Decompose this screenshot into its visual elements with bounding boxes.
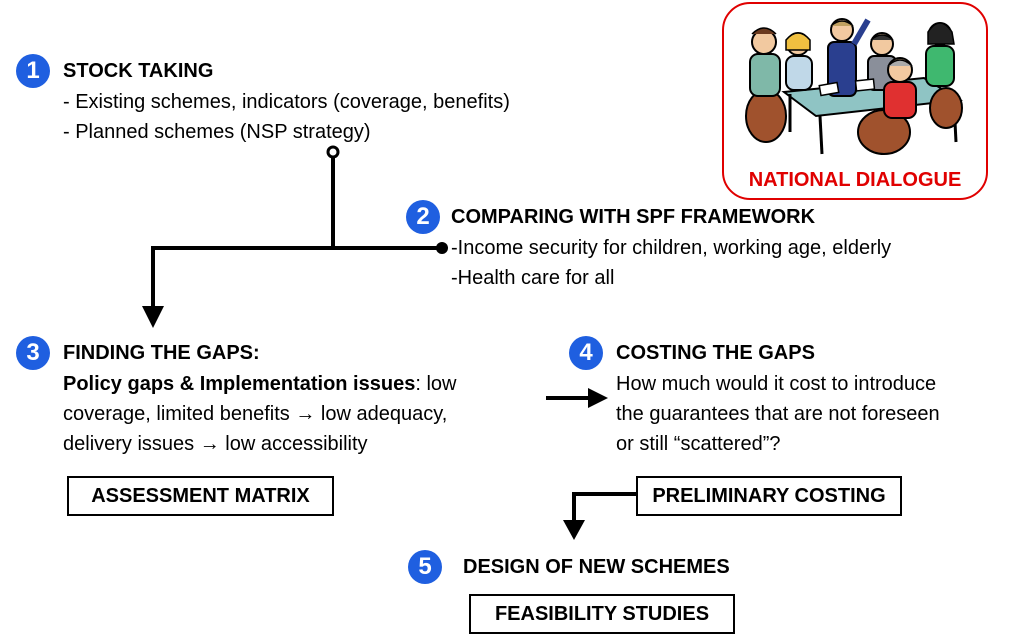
- feasibility-studies-box: FEASIBILITY STUDIES: [469, 594, 735, 634]
- chair: [929, 87, 963, 129]
- step-4-line-1: How much would it cost to introduce: [616, 373, 937, 395]
- pointing-arm: [851, 18, 871, 46]
- step-2-number: 2: [406, 200, 440, 234]
- step-3-title: FINDING THE GAPS:: [63, 342, 260, 364]
- step-1-number: 1: [16, 54, 50, 88]
- person-body: [925, 45, 955, 87]
- table-leg: [818, 115, 824, 155]
- step-4-line-3: or still “scattered”?: [616, 433, 781, 455]
- step-3-line-2: coverage, limited benefits → low adequac…: [63, 403, 448, 425]
- step-3-line-1: Policy gaps & Implementation issues: low: [63, 373, 456, 396]
- connector-dot-stock: [326, 145, 340, 159]
- step-3-line-1-rest: : low: [415, 373, 457, 395]
- step-1-line-1: - Existing schemes, indicators (coverage…: [63, 91, 510, 113]
- step-3-line-3: delivery issues → low accessibility: [63, 433, 368, 455]
- step-1-line-2: - Planned schemes (NSP strategy): [63, 121, 371, 143]
- meeting-illustration: [745, 18, 964, 155]
- step-5-title: DESIGN OF NEW SCHEMES: [463, 556, 730, 578]
- person-body: [785, 55, 813, 91]
- chair: [745, 89, 787, 143]
- step-2-title: COMPARING WITH SPF FRAMEWORK: [451, 206, 816, 228]
- assessment-matrix-box: ASSESSMENT MATRIX: [67, 476, 334, 516]
- paper: [818, 81, 840, 97]
- arrow-to-gaps: [142, 306, 164, 328]
- step-1-title: STOCK TAKING: [63, 60, 214, 82]
- step-2-line-1: -Income security for children, working a…: [451, 237, 892, 259]
- step-4-line-2: the guarantees that are not foreseen: [616, 403, 940, 425]
- person-body: [883, 81, 917, 119]
- person-body: [749, 53, 781, 97]
- step-4-number: 4: [569, 336, 603, 370]
- national-dialogue-panel: NATIONAL DIALOGUE: [722, 2, 988, 200]
- preliminary-costing-box: PRELIMINARY COSTING: [636, 476, 902, 516]
- arrow-to-costing: [588, 388, 608, 408]
- step-3-number: 3: [16, 336, 50, 370]
- national-dialogue-label: NATIONAL DIALOGUE: [748, 169, 962, 191]
- arrow-to-design: [563, 520, 585, 540]
- step-5-number: 5: [408, 550, 442, 584]
- step-3-bold-lead: Policy gaps & Implementation issues: [63, 373, 416, 395]
- step-2-line-2: -Health care for all: [451, 267, 615, 289]
- step-4-title: COSTING THE GAPS: [616, 342, 815, 364]
- paper: [854, 78, 876, 92]
